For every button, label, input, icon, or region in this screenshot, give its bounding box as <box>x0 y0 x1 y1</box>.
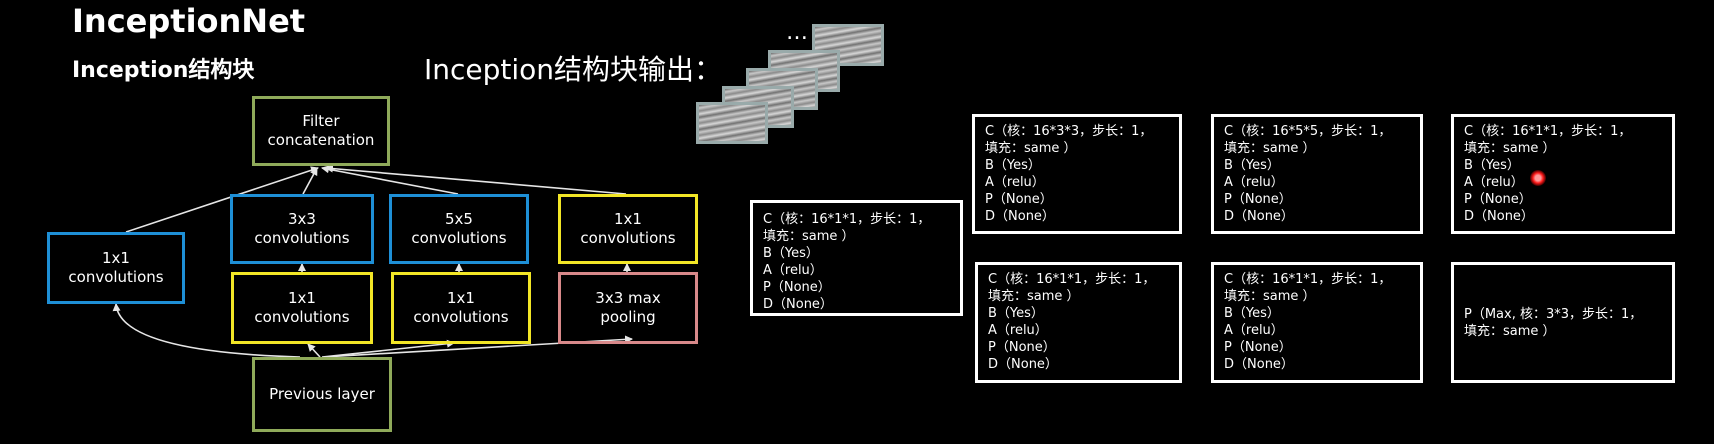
ellipsis-label: … <box>786 20 809 45</box>
param-box-b4-top: C（核：16*1*1，步长：1， 填充：same ） B（Yes） A（relu… <box>1451 114 1675 234</box>
arrow-prev-b3 <box>321 339 455 358</box>
branch1-conv-box: 1x1 convolutions <box>47 232 185 304</box>
subtitle: Inception结构块 <box>72 58 255 83</box>
branch4-bottom-box: 3x3 max pooling <box>558 272 698 344</box>
previous-layer-box: Previous layer <box>252 357 392 432</box>
arrow-b2-concat <box>302 167 318 195</box>
feature-map-tile <box>696 102 768 144</box>
branch3-bottom-box: 1x1 convolutions <box>391 272 531 344</box>
param-box-b3-top: C（核：16*5*5，步长：1， 填充：same ） B（Yes） A（relu… <box>1211 114 1423 234</box>
pointer-dot <box>1530 170 1546 186</box>
arrow-b1-concat <box>125 166 319 233</box>
arrow-b4-concat <box>325 164 627 195</box>
arrow-prev-b1 <box>112 303 301 358</box>
branch4-top-box: 1x1 convolutions <box>558 194 698 264</box>
arrow-b3-concat <box>321 165 459 195</box>
branch3-top-box: 5x5 convolutions <box>389 194 529 264</box>
filter-concatenation-box: Filter concatenation <box>252 96 390 166</box>
param-box-b2-top: C（核：16*3*3，步长：1， 填充：same ） B（Yes） A（relu… <box>972 114 1182 234</box>
param-box-b3-bottom: C（核：16*1*1，步长：1， 填充：same ） B（Yes） A（relu… <box>1211 262 1423 383</box>
param-box-b2-bottom: C（核：16*1*1，步长：1， 填充：same ） B（Yes） A（relu… <box>975 262 1182 383</box>
param-box-b1: C（核：16*1*1，步长：1， 填充：same ） B（Yes） A（relu… <box>750 200 963 316</box>
branch2-top-box: 3x3 convolutions <box>230 194 374 264</box>
output-title: Inception结构块输出： <box>424 53 723 86</box>
arrow-prev-b2 <box>307 343 321 358</box>
branch2-bottom-box: 1x1 convolutions <box>231 272 373 344</box>
page-title: InceptionNet <box>72 2 306 40</box>
param-box-b4-bottom: P（Max, 核：3*3，步长：1， 填充：same ） <box>1451 262 1675 383</box>
